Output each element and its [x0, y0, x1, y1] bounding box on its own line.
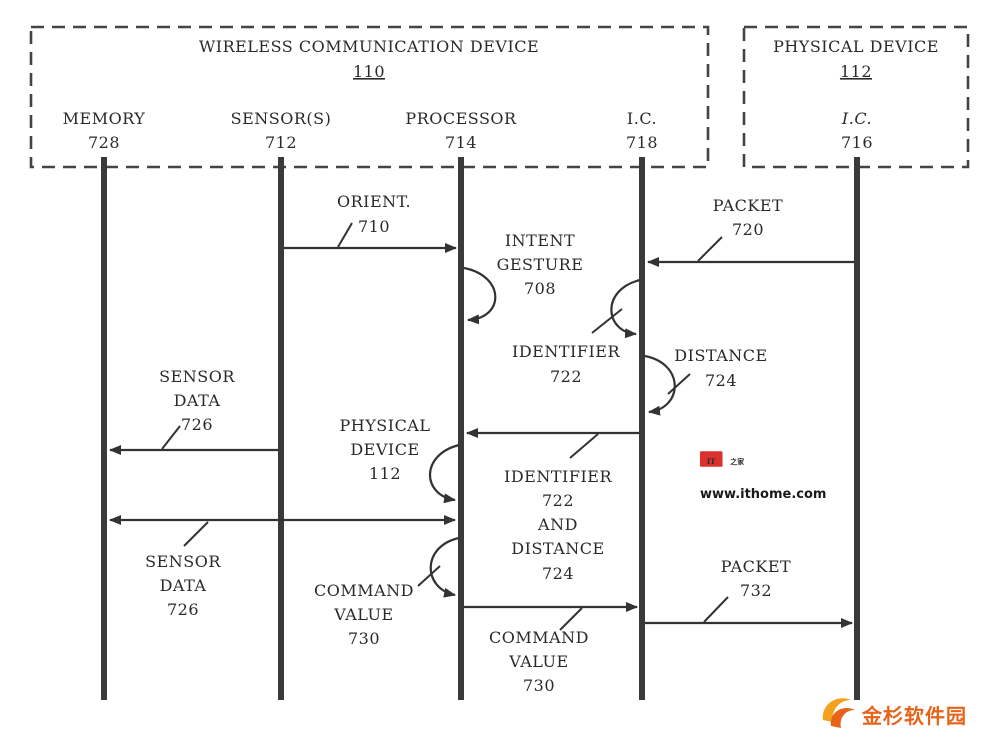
packet-in-number: 720	[732, 220, 764, 239]
sensor-data-1-leader	[161, 425, 181, 450]
packet-in-label: PACKET	[713, 196, 783, 215]
command-msg-label-2: VALUE	[508, 652, 568, 671]
orient-number: 710	[358, 217, 390, 236]
intent-number: 708	[524, 279, 556, 298]
physical-dev-label-2: DEVICE	[350, 440, 419, 459]
sensors-label: SENSOR(S)	[231, 109, 332, 128]
ic-phys-label: I.C.	[841, 109, 872, 128]
packet-out-number: 732	[740, 581, 772, 600]
orient-leader	[337, 222, 353, 248]
identifier-label: IDENTIFIER	[512, 342, 620, 361]
packet-out-label: PACKET	[721, 557, 791, 576]
command-msg-number: 730	[523, 676, 555, 695]
physical-device-loop	[429, 443, 460, 504]
command-value-loop	[429, 536, 460, 598]
command-self-label-2: VALUE	[333, 605, 393, 624]
svg-text:IT: IT	[707, 457, 716, 466]
id-and-dist-label-1: IDENTIFIER	[504, 467, 612, 486]
sensor-data-2-leader	[183, 521, 209, 547]
distance-number: 724	[705, 371, 737, 390]
sensor-data-1-label-2: DATA	[174, 391, 221, 410]
svg-text:之家: 之家	[730, 457, 744, 466]
identifier-number: 722	[550, 367, 582, 386]
physical-dev-number: 112	[369, 464, 401, 483]
sensor-data-1-label-1: SENSOR	[159, 367, 235, 386]
id-and-dist-label-2: AND	[537, 515, 578, 534]
command-msg-label-1: COMMAND	[489, 628, 589, 647]
distance-label: DISTANCE	[674, 346, 767, 365]
ic-wcd-number: 718	[626, 133, 658, 152]
processor-number: 714	[445, 133, 477, 152]
packet-in-leader	[697, 236, 723, 262]
wireless-device-number: 110	[353, 62, 385, 81]
command-msg-leader	[559, 607, 583, 631]
intent-label-1: INTENT	[505, 231, 575, 250]
intent-label-2: GESTURE	[497, 255, 584, 274]
distance-leader	[667, 373, 691, 395]
sensor-data-2-label-2: DATA	[160, 576, 207, 595]
packet-out-leader	[703, 596, 729, 623]
orient-label: ORIENT.	[337, 192, 411, 211]
id-and-dist-label-3: DISTANCE	[511, 539, 604, 558]
physical-device-number: 112	[840, 62, 872, 81]
jinshan-logo-icon	[822, 698, 855, 728]
physical-dev-label-1: PHYSICAL	[340, 416, 431, 435]
ithome-url: www.ithome.com	[700, 487, 827, 502]
sensor-data-2-number: 726	[167, 600, 199, 619]
id-and-dist-number-1: 722	[542, 491, 574, 510]
identifier-leader	[591, 308, 623, 334]
processor-label: PROCESSOR	[405, 109, 517, 128]
ic-phys-number: 716	[841, 133, 873, 152]
physical-device-title: PHYSICAL DEVICE	[773, 37, 939, 56]
sensor-data-1-number: 726	[181, 415, 213, 434]
wireless-device-box	[29, 25, 710, 169]
ic-wcd-label: I.C.	[627, 109, 657, 128]
jinshan-logo-text: 金杉软件园	[862, 704, 967, 728]
physical-device-box	[742, 25, 970, 169]
command-value-leader	[417, 565, 441, 587]
command-self-label-1: COMMAND	[314, 581, 414, 600]
memory-number: 728	[88, 133, 120, 152]
sensor-data-2-label-1: SENSOR	[145, 552, 221, 571]
intent-gesture-loop	[463, 266, 497, 325]
identifier-loop	[610, 278, 641, 339]
command-self-number: 730	[348, 629, 380, 648]
distance-loop	[644, 354, 676, 416]
sensors-number: 712	[265, 133, 297, 152]
id-and-dist-number-2: 724	[542, 564, 574, 583]
id-and-dist-leader	[569, 433, 599, 459]
ithome-logo-icon: IT 之家	[700, 451, 744, 467]
memory-label: MEMORY	[63, 109, 146, 128]
wireless-device-title: WIRELESS COMMUNICATION DEVICE	[199, 37, 539, 56]
